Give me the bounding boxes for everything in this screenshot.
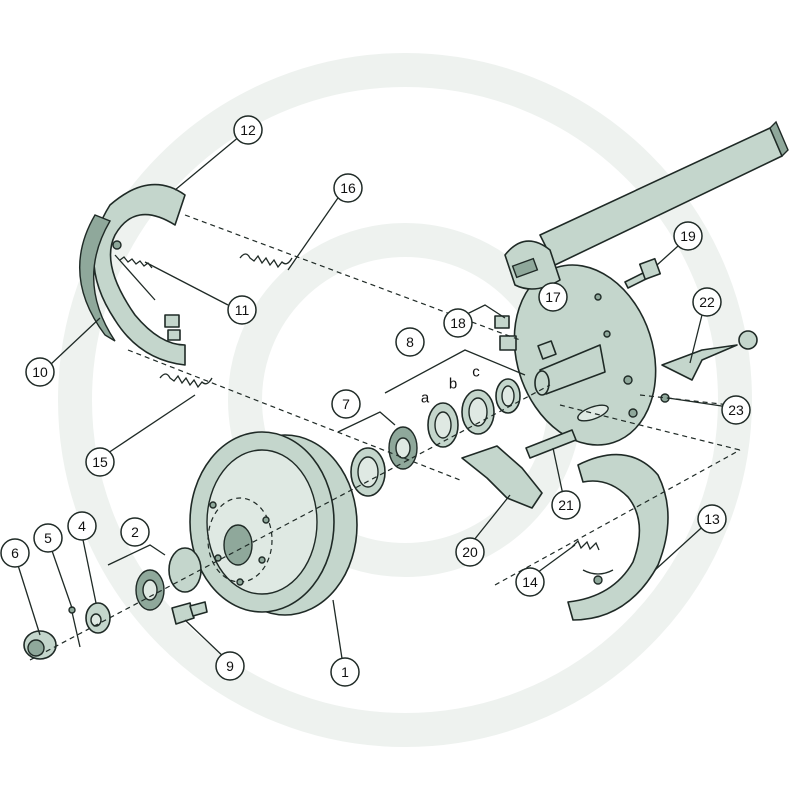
adjuster-21: [525, 429, 577, 459]
callout-16: 16: [333, 173, 363, 203]
callout-17: 17: [538, 282, 568, 312]
callout-2: 2: [120, 517, 150, 547]
split-pin: [68, 606, 81, 648]
letter-c: c: [472, 364, 480, 381]
callout-22: 22: [692, 287, 722, 317]
callout-label: 8: [406, 334, 414, 350]
bracket-22: [661, 330, 758, 381]
callout-label: 16: [340, 180, 356, 196]
seal-ring-a: [427, 402, 459, 448]
callout-4: 4: [67, 511, 97, 541]
brake-drum: [189, 431, 358, 616]
callout-23: 23: [721, 395, 751, 425]
callout-20: 20: [455, 537, 485, 567]
spindle: [534, 340, 606, 396]
brake-shoe-left: [79, 183, 186, 366]
hub-cap: [23, 630, 57, 660]
callout-label: 5: [44, 530, 52, 546]
callout-1: 1: [330, 657, 360, 687]
callout-label: 12: [240, 122, 256, 138]
callout-label: 6: [11, 545, 19, 561]
callout-label: 15: [92, 454, 108, 470]
callout-label: 22: [699, 294, 715, 310]
spring-16: [239, 253, 293, 269]
callout-8: 8: [395, 327, 425, 357]
callout-9: 9: [215, 651, 245, 681]
callout-label: 11: [235, 302, 250, 318]
callout-18: 18: [443, 308, 473, 338]
callout-label: 10: [32, 364, 48, 380]
letter-b: b: [449, 376, 457, 393]
callout-label: 13: [704, 511, 720, 527]
callout-label: 17: [545, 289, 561, 305]
spring-14: [571, 539, 600, 551]
callout-label: 2: [131, 524, 139, 540]
nut-18: [494, 315, 517, 351]
callout-5: 5: [33, 523, 63, 553]
seal-ring-c: [495, 378, 521, 414]
axle-tube: [539, 120, 789, 266]
callout-21: 21: [551, 490, 581, 520]
bearing-inner-7: [350, 426, 418, 497]
group-bracket-7: [337, 411, 396, 433]
callout-13: 13: [697, 504, 727, 534]
bearing-outer-2: [135, 547, 202, 611]
callout-15: 15: [85, 447, 115, 477]
callout-label: 4: [78, 518, 86, 534]
callout-label: 20: [462, 544, 478, 560]
bolt-19: [624, 257, 662, 289]
callout-label: 18: [450, 315, 466, 331]
group-bracket-8: [384, 349, 526, 394]
callout-label: 21: [558, 497, 574, 513]
wheel-bolt: [171, 601, 208, 625]
callout-label: 19: [680, 228, 696, 244]
callout-11: 11: [227, 295, 257, 325]
callout-14: 14: [515, 567, 545, 597]
callout-label: 23: [728, 402, 744, 418]
callout-label: 14: [522, 574, 538, 590]
spring-15: [159, 373, 213, 389]
callout-6: 6: [0, 538, 30, 568]
expander-lever: [461, 445, 543, 509]
brake-shoe-right: [567, 453, 669, 621]
callout-label: 1: [341, 664, 349, 680]
callout-label: 9: [226, 658, 234, 674]
callout-10: 10: [25, 357, 55, 387]
seal-ring-b: [461, 389, 495, 435]
letter-a: a: [421, 390, 430, 407]
group-bracket-2: [107, 544, 166, 566]
callout-19: 19: [673, 221, 703, 251]
group-bracket-18: [464, 304, 506, 319]
callout-12: 12: [233, 115, 263, 145]
callout-7: 7: [331, 389, 361, 419]
callout-label: 7: [342, 396, 350, 412]
